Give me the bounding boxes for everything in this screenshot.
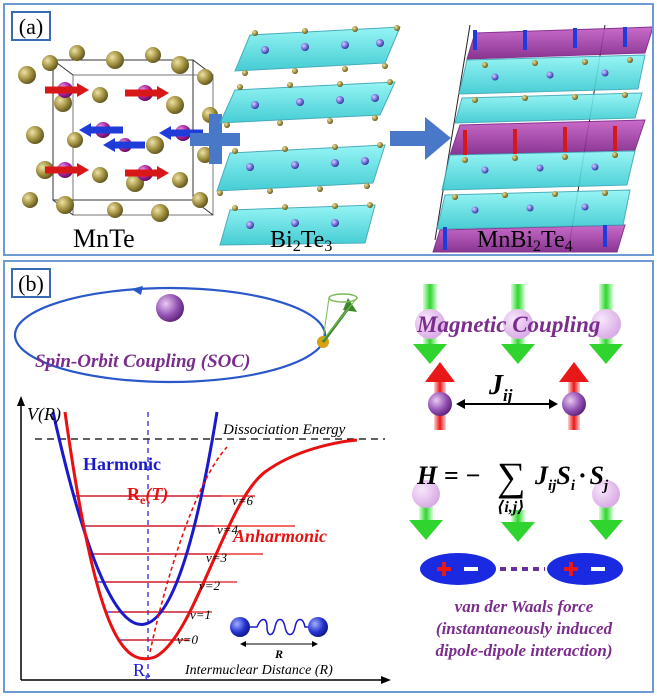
spring-r-label: R bbox=[274, 647, 283, 661]
anharmonic-label: Anharmonic bbox=[232, 526, 327, 546]
jij-coupling-pair bbox=[425, 362, 589, 430]
bi2te3-label: Bi2Te3 bbox=[270, 227, 332, 254]
hamiltonian-lhs: H = − bbox=[416, 461, 481, 490]
vdw-line-2: (instantaneously induced bbox=[436, 619, 613, 638]
vdw-caption: van der Waals force (instantaneously ind… bbox=[435, 597, 612, 660]
hamiltonian-terms: JijSi·Sj bbox=[534, 461, 609, 494]
panel-b-graphic: Spin-Orbit Coupling (SOC) bbox=[13, 284, 623, 684]
yaxis-label: V(R) bbox=[27, 404, 61, 425]
magnetic-spins-top bbox=[413, 284, 623, 364]
mnte-label: MnTe bbox=[73, 224, 135, 253]
panel-a: (a) bbox=[3, 3, 654, 256]
orbiting-sphere bbox=[156, 294, 184, 322]
level-label-6: ν=6 bbox=[232, 493, 254, 508]
panel-a-tag: (a) bbox=[11, 11, 51, 41]
bi2te3-crystal bbox=[216, 25, 401, 246]
level-label-2: ν=2 bbox=[199, 578, 221, 593]
harmonic-label: Harmonic bbox=[83, 454, 161, 474]
xaxis-label: Intermuclear Distance (R) bbox=[184, 663, 333, 678]
level-label-1: ν=1 bbox=[190, 607, 211, 622]
level-label-3: ν=3 bbox=[206, 550, 228, 565]
vibrational-level-labels: ν=0 ν=1 ν=2 ν=3 ν=4 ν=6 bbox=[177, 493, 254, 647]
level-label-0: ν=0 bbox=[177, 632, 199, 647]
ret-label: Re(T) bbox=[127, 484, 168, 507]
mnte-crystal bbox=[18, 45, 218, 222]
mnbi2te4-crystal bbox=[432, 24, 652, 253]
plus-icon bbox=[190, 114, 240, 164]
vdw-line-1: van der Waals force bbox=[455, 597, 594, 616]
magnetic-coupling-label: Magnetic Coupling bbox=[416, 312, 600, 337]
vdw-line-3: dipole-dipole interaction) bbox=[435, 641, 612, 660]
panel-b: (b) bbox=[3, 260, 654, 693]
vdw-dipoles bbox=[420, 553, 623, 585]
re-label: Re bbox=[133, 660, 150, 683]
level-label-4: ν=4 bbox=[217, 522, 239, 537]
hamiltonian-sum-subscript: ⟨i,j⟩ bbox=[497, 499, 525, 516]
soc-orbit bbox=[13, 286, 358, 384]
right-arrow-icon bbox=[390, 117, 451, 160]
dissociation-label: Dissociation Energy bbox=[222, 422, 346, 438]
jij-label: Jij bbox=[488, 370, 513, 405]
potential-diagram bbox=[17, 396, 391, 684]
hamiltonian-equation: H = − ∑ ⟨i,j⟩ JijSi·Sj bbox=[416, 454, 609, 516]
hamiltonian-sum: ∑ bbox=[497, 454, 526, 499]
panel-a-graphic: MnTe Bi2Te3 MnBi2Te4 bbox=[18, 24, 652, 254]
magnetic-spins-bottom bbox=[409, 480, 623, 542]
panel-b-tag: (b) bbox=[11, 268, 51, 298]
spring-molecule bbox=[230, 617, 328, 647]
soc-label: Spin-Orbit Coupling (SOC) bbox=[35, 351, 250, 372]
mnbi2te4-label: MnBi2Te4 bbox=[477, 227, 573, 254]
